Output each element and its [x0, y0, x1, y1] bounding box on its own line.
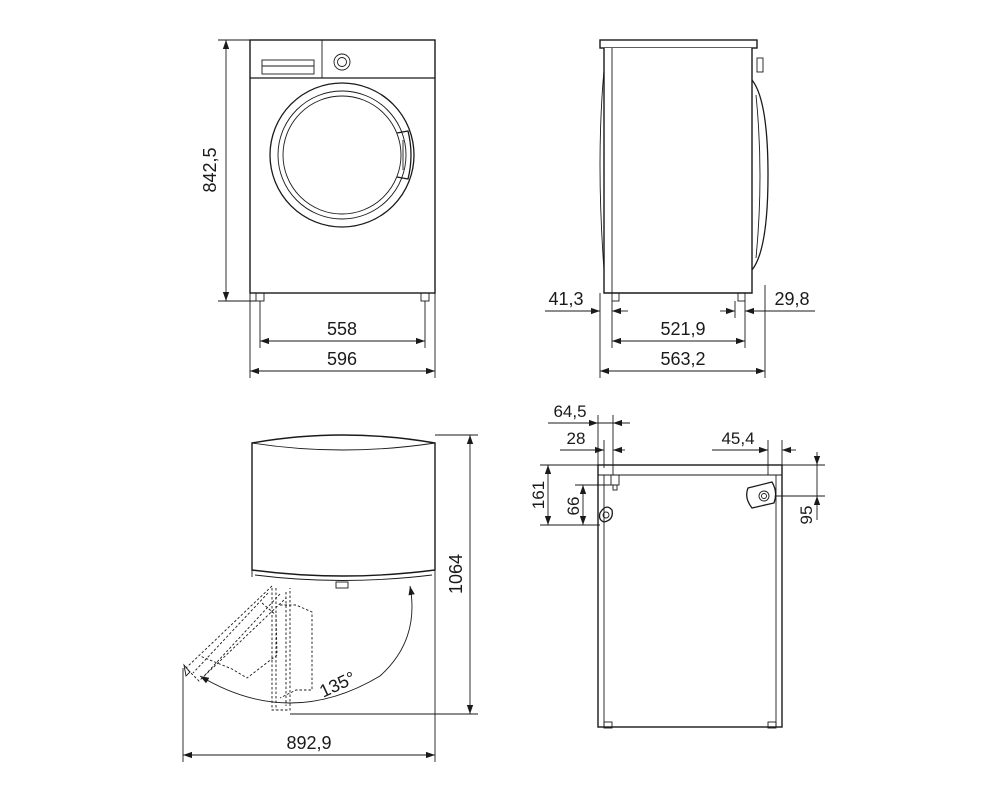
side-front-offset-label: 41,3	[548, 289, 583, 309]
front-width-dimensions: 558 596	[249, 293, 436, 378]
inlet-x-outer-label: 64,5	[553, 402, 586, 421]
drain-y-label: 95	[797, 506, 816, 525]
rear-right-vertical-dimension: 95	[775, 452, 825, 524]
top-view: 135° 1064 892,9	[182, 434, 478, 762]
front-view: 842,5 558 596	[200, 39, 436, 378]
front-outer-width-label: 596	[327, 349, 357, 369]
inlet-y-inner-label: 66	[564, 497, 583, 516]
rear-horizontal-dimensions: 64,5 28 45,4	[548, 402, 796, 475]
rear-view: 64,5 28 45,4 161 66	[529, 402, 825, 729]
door-open-width-label: 892,9	[286, 733, 331, 753]
side-feet-span-label: 521,9	[660, 319, 705, 339]
side-machine-body	[599, 39, 769, 302]
side-depth-dimensions: 521,9 563,2	[600, 319, 765, 375]
front-inner-width-label: 558	[327, 319, 357, 339]
top-machine-body	[251, 434, 436, 589]
front-height-label: 842,5	[200, 147, 220, 192]
top-width-dimension: 892,9	[182, 577, 436, 762]
door-angle-label: 135°	[316, 668, 358, 702]
door-open-135	[183, 585, 287, 682]
top-depth-dimension: 1064	[290, 434, 478, 715]
front-height-dimension: 842,5	[200, 39, 256, 302]
door-open-90	[271, 588, 313, 711]
rear-machine-body	[597, 464, 783, 729]
door-angle-indicator: 135°	[199, 585, 415, 704]
side-view: 41,3 29,8 521,9 563,2	[545, 39, 815, 378]
front-machine-body	[249, 39, 436, 302]
water-inlet	[598, 474, 620, 523]
side-rear-offset-label: 29,8	[774, 289, 809, 309]
door-open-depth-label: 1064	[446, 554, 466, 594]
side-offset-dimensions: 41,3 29,8	[545, 285, 815, 378]
drain-outlet	[746, 481, 777, 509]
side-depth-label: 563,2	[660, 349, 705, 369]
rear-left-vertical-dimensions: 161 66	[529, 464, 611, 526]
inlet-x-inner-label: 28	[567, 429, 586, 448]
inlet-y-outer-label: 161	[529, 481, 548, 509]
drain-x-label: 45,4	[721, 429, 754, 448]
